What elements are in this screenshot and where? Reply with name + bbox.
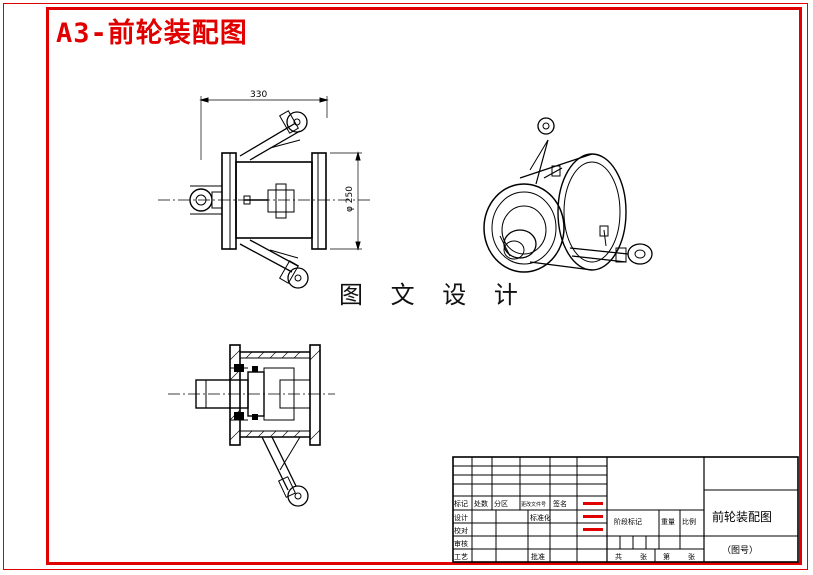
tb-sheet-no: 第 bbox=[663, 552, 670, 561]
tb-change-doc: 更改文件号 bbox=[521, 501, 546, 508]
outer-border bbox=[3, 3, 808, 570]
tb-check: 校对 bbox=[454, 526, 468, 535]
tb-drawing-name: 前轮装配图 bbox=[712, 509, 772, 524]
dim-diameter-label: φ 250 bbox=[345, 186, 355, 212]
tb-approve: 批准 bbox=[531, 552, 545, 561]
tb-review: 审核 bbox=[454, 539, 468, 548]
tb-standardize: 标准化 bbox=[530, 513, 551, 522]
title-block-grid bbox=[452, 456, 799, 563]
tb-drawing-no: （图号） bbox=[722, 545, 758, 556]
dim-width-label: 330 bbox=[250, 90, 267, 100]
section-view bbox=[168, 344, 335, 507]
drawing-frame bbox=[46, 7, 802, 565]
tb-signature: 签名 bbox=[553, 499, 567, 508]
watermark-text: 图 文 设 计 bbox=[339, 281, 528, 309]
tb-scale: 比例 bbox=[682, 517, 696, 526]
tb-sheet: 张 bbox=[640, 552, 647, 561]
tb-stage-mark: 阶段标记 bbox=[614, 517, 642, 526]
title-block-red-bar bbox=[583, 502, 603, 505]
tb-mark: 标记 bbox=[454, 499, 468, 508]
front-view bbox=[158, 96, 372, 289]
tb-count: 处数 bbox=[474, 499, 488, 508]
tb-weight: 重量 bbox=[661, 518, 675, 526]
tb-sheets-total: 共 bbox=[615, 552, 622, 561]
title-block-red-bar bbox=[583, 528, 603, 531]
tb-design: 设计 bbox=[454, 513, 468, 522]
isometric-view bbox=[483, 117, 653, 273]
title-block-red-bar bbox=[583, 515, 603, 518]
tb-zone: 分区 bbox=[494, 499, 508, 508]
tb-sheet-unit: 张 bbox=[688, 552, 695, 561]
drawing-title: A3-前轮装配图 bbox=[56, 18, 248, 49]
tb-process: 工艺 bbox=[454, 553, 468, 561]
